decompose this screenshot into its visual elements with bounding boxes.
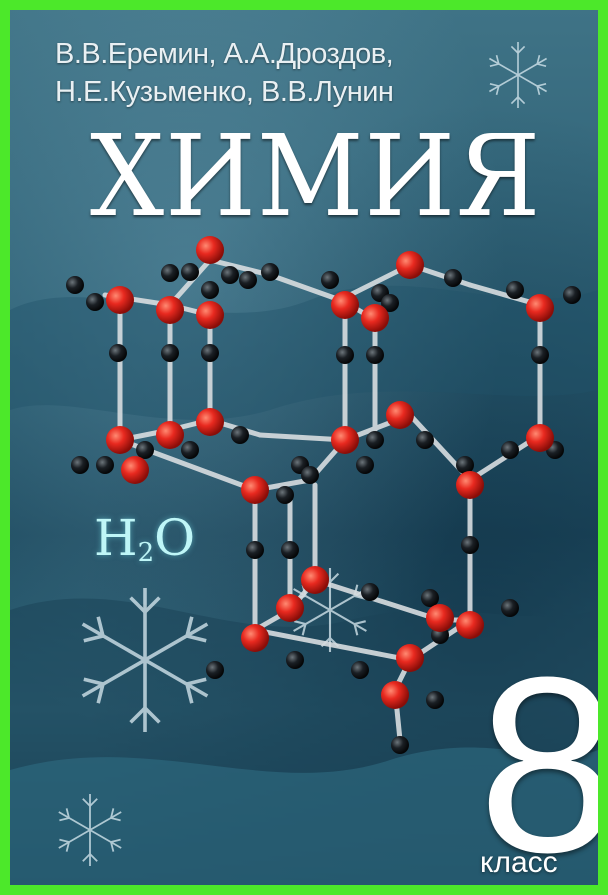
formula-o: O [154, 509, 196, 567]
grade-number: 8 [478, 625, 598, 886]
authors-line-2: Н.Е.Кузьменко, В.В.Лунин [55, 76, 394, 108]
grade-label: класс [480, 846, 558, 879]
formula-subscript: 2 [137, 538, 155, 568]
cover-artwork [10, 41, 598, 885]
water-molecule-lattice [66, 236, 581, 754]
water-formula: H2O [94, 508, 195, 583]
authors: В.В.Еремин, А.А.Дроздов, Н.Е.Кузьменко, … [55, 35, 495, 111]
authors-line-1: В.В.Еремин, А.А.Дроздов, [55, 38, 394, 70]
book-title: ХИМИЯ [90, 112, 542, 242]
formula-h: H [94, 509, 138, 567]
book-cover: В.В.Еремин, А.А.Дроздов, Н.Е.Кузьменко, … [10, 10, 598, 885]
